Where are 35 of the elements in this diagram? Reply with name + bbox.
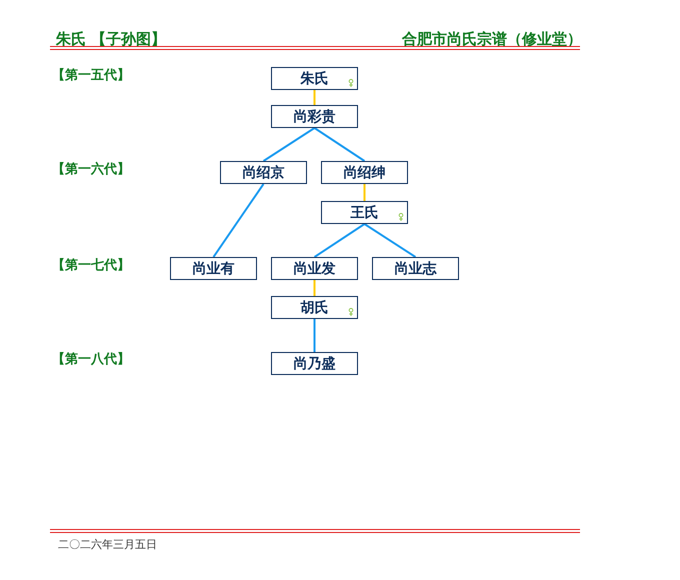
person-name: 尚绍京 (242, 164, 284, 182)
person-name: 尚业志 (394, 260, 436, 278)
connector-line (364, 184, 366, 201)
person-name: 朱氏 (300, 70, 328, 88)
date-text: 二〇二六年三月五日 (58, 537, 157, 552)
person-box (271, 352, 358, 375)
person-name: 尚业发 (294, 260, 336, 278)
connector-line (364, 223, 416, 258)
person-name: 尚乃盛 (294, 354, 336, 372)
person-box (271, 296, 358, 319)
connector-line (314, 280, 316, 296)
connector-line (314, 90, 316, 105)
chart-title: 朱氏 【子孙图】 (56, 30, 166, 49)
generation-label: 【第一七代】 (52, 257, 130, 274)
person-box (271, 67, 358, 90)
person-name: 尚彩贵 (294, 108, 336, 126)
person-name: 尚业有 (192, 260, 234, 278)
connector-line (212, 183, 264, 258)
person-box (321, 161, 408, 184)
connector-line (314, 223, 366, 258)
person-box (170, 257, 257, 280)
person-box (271, 105, 358, 128)
generation-label: 【第一六代】 (52, 160, 130, 178)
person-name: 胡氏 (300, 298, 328, 316)
generation-label: 【第一五代】 (52, 67, 130, 84)
connector-line (314, 319, 316, 352)
person-name: 尚绍绅 (344, 164, 386, 182)
person-box (220, 161, 307, 184)
person-box (321, 201, 408, 224)
person-box (271, 257, 358, 280)
person-name: 王氏 (350, 204, 378, 222)
connector-line (262, 127, 316, 162)
person-box (372, 257, 459, 280)
generation-label: 【第一八代】 (52, 351, 130, 368)
connector-line (314, 127, 366, 162)
